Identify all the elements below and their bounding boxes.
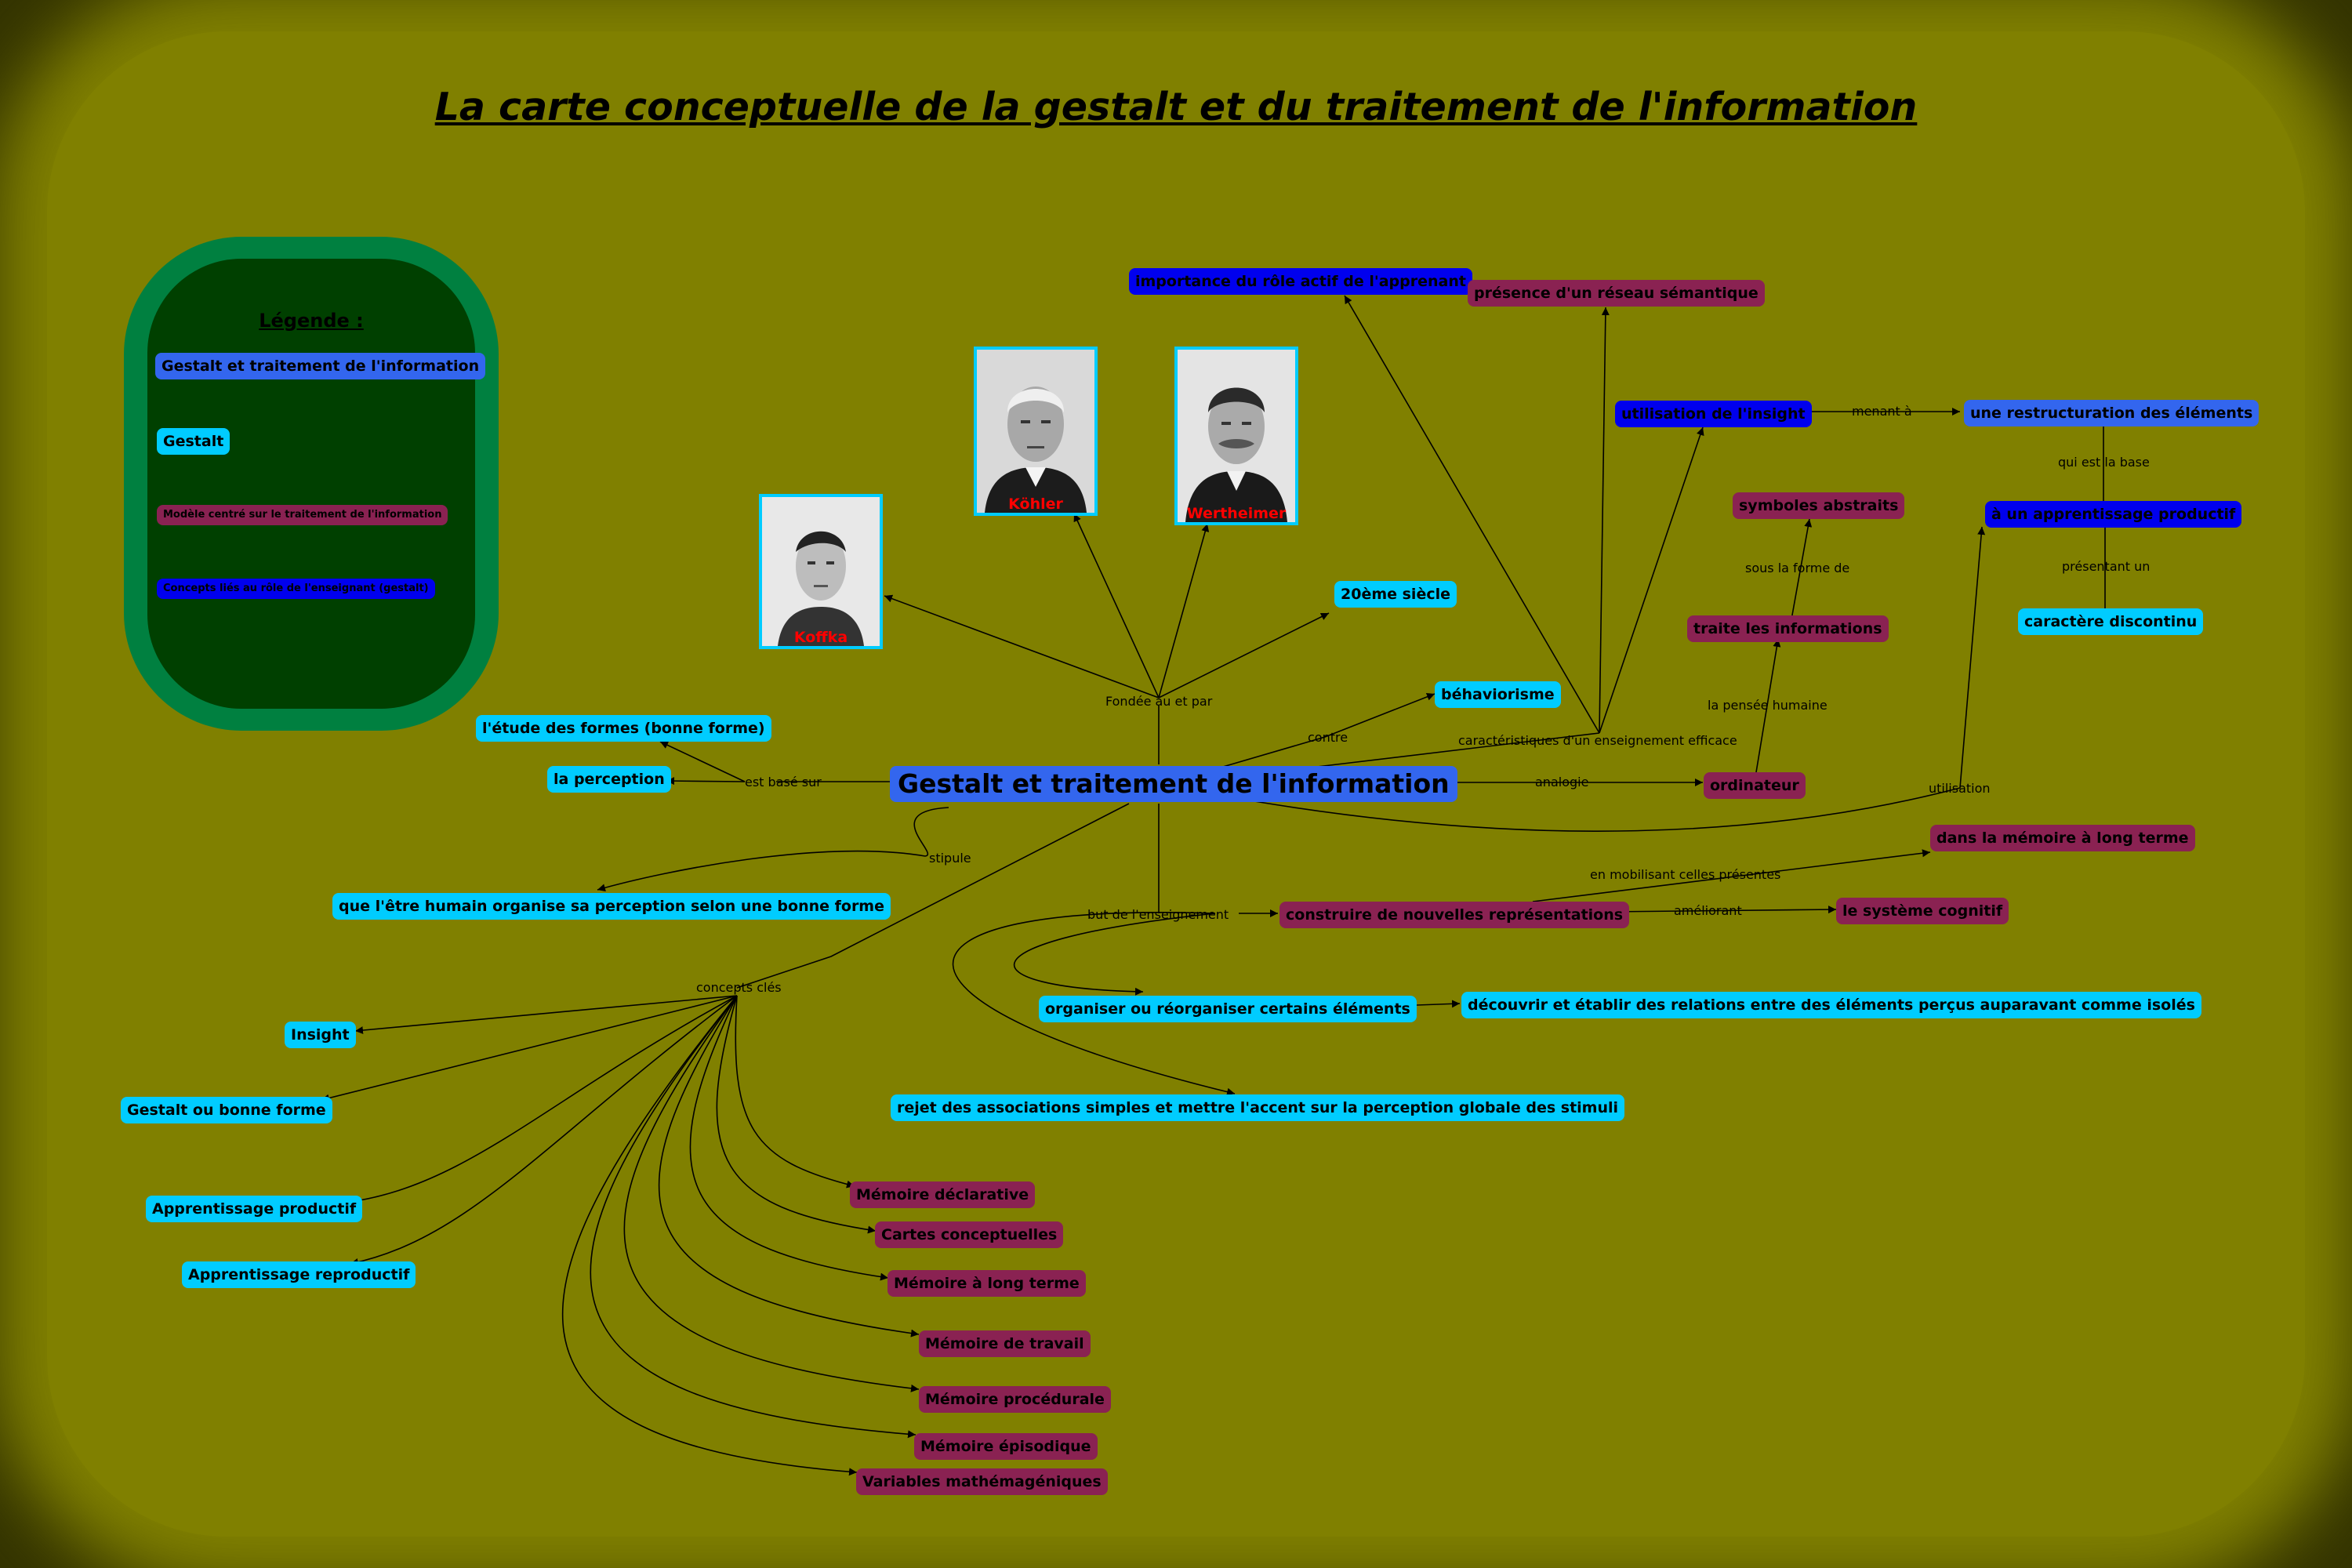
node-ordinateur[interactable]: ordinateur (1704, 772, 1806, 799)
node-etude-formes[interactable]: l'étude des formes (bonne forme) (476, 715, 771, 742)
link-cartes (716, 995, 877, 1234)
node-variables[interactable]: Variables mathémagéniques (856, 1468, 1108, 1495)
node-app-productif[interactable]: Apprentissage productif (146, 1196, 363, 1222)
node-traite[interactable]: traite les informations (1687, 615, 1889, 642)
photo-name-kohler: Köhler (1008, 495, 1063, 513)
link-wertheimer (1158, 523, 1210, 699)
link-insight (354, 995, 738, 1035)
node-perception[interactable]: la perception (547, 766, 671, 793)
node-decouvrir[interactable]: découvrir et établir des relations entre… (1461, 992, 2201, 1018)
node-memoire-lt[interactable]: dans la mémoire à long terme (1930, 825, 2195, 851)
link-mem-lt (689, 995, 889, 1281)
link-mem-travail (658, 995, 920, 1338)
portrait-icon (1178, 350, 1295, 522)
node-cartes[interactable]: Cartes conceptuelles (875, 1221, 1064, 1248)
link-app-productif (350, 995, 738, 1205)
label-sous-forme: sous la forme de (1745, 561, 1850, 575)
node-gestalt-bf[interactable]: Gestalt ou bonne forme (121, 1097, 332, 1123)
link-traite (1755, 638, 1781, 773)
link-ameliorant (1606, 906, 1837, 914)
node-etre-humain[interactable]: que l'être humain organise sa perception… (332, 893, 891, 920)
label-concepts: concepts clés (696, 980, 782, 995)
label-but: but de l'enseignement (1087, 907, 1229, 922)
link-importance (1344, 295, 1600, 734)
link-app-reproductif (350, 995, 738, 1266)
label-qui-est: qui est la base (2058, 455, 2150, 470)
node-rejet[interactable]: rejet des associations simples et mettre… (891, 1094, 1625, 1121)
link-utilisation-insight (1599, 426, 1704, 734)
node-importance[interactable]: importance du rôle actif de l'apprenant (1129, 268, 1472, 295)
link-reseau (1599, 307, 1610, 734)
label-contre: contre (1308, 730, 1348, 745)
node-mem-lt[interactable]: Mémoire à long terme (887, 1270, 1086, 1297)
link-caracteristiques (1316, 732, 1600, 768)
link-symboles (1791, 518, 1813, 620)
label-fondee: Fondée au et par (1105, 694, 1213, 709)
node-mem-travail[interactable]: Mémoire de travail (919, 1330, 1091, 1357)
link-organiser (1014, 913, 1216, 996)
photo-name-wertheimer: Wertheimer (1186, 505, 1287, 522)
link-behaviorisme (1222, 693, 1436, 768)
legend-item-enseignant: Concepts liés au rôle de l'enseignant (g… (157, 579, 435, 599)
node-apprentissage-productif[interactable]: à un apprentissage productif (1985, 501, 2242, 528)
label-ameliorant: améliorant (1674, 903, 1742, 918)
photo-koffka: Koffka (759, 494, 883, 649)
node-caractere[interactable]: caractère discontinu (2018, 608, 2204, 635)
legend-inner: Légende : Gestalt et traitement de l'inf… (147, 259, 486, 709)
portrait-icon (977, 350, 1094, 513)
node-utilisation-insight[interactable]: utilisation de l'insight (1615, 401, 1812, 427)
link-rejet (952, 912, 1236, 1096)
link-etude-formes (659, 741, 746, 782)
label-caracteristiques: caractéristiques d'un enseignement effic… (1458, 733, 1737, 748)
node-insight[interactable]: Insight (285, 1022, 356, 1048)
label-presentant: présentant un (2062, 559, 2151, 574)
node-construire[interactable]: construire de nouvelles représentations (1279, 902, 1630, 928)
link-utilisation (1254, 526, 1986, 832)
node-systeme[interactable]: le système cognitif (1836, 898, 2009, 924)
legend-title: Légende : (259, 310, 364, 332)
legend-panel: Légende : Gestalt et traitement de l'inf… (124, 237, 499, 731)
link-perception (666, 777, 746, 786)
node-siecle[interactable]: 20ème siècle (1334, 581, 1457, 608)
page-title: La carte conceptuelle de la gestalt et d… (434, 85, 1918, 129)
link-mem-proc (623, 995, 920, 1392)
label-utilisation: utilisation (1929, 781, 1991, 796)
node-symboles[interactable]: symboles abstraits (1733, 492, 1905, 519)
photo-wertheimer: Wertheimer (1174, 347, 1298, 525)
legend-item-main: Gestalt et traitement de l'information (155, 353, 486, 379)
node-mem-epi[interactable]: Mémoire épisodique (914, 1433, 1098, 1460)
label-stipule: stipule (929, 851, 971, 866)
photo-kohler: Köhler (974, 347, 1098, 516)
legend-item-gestalt: Gestalt (157, 428, 230, 455)
link-stipule (597, 807, 949, 892)
node-reseau[interactable]: présence d'un réseau sémantique (1468, 280, 1765, 307)
link-concepts (736, 803, 1130, 989)
link-mem-decl (735, 995, 855, 1189)
link-siecle (1158, 612, 1330, 699)
portrait-icon (762, 497, 880, 646)
node-main[interactable]: Gestalt et traitement de l'information (890, 766, 1457, 802)
link-koffka (884, 594, 1160, 699)
label-menant: menant à (1852, 404, 1912, 419)
photo-name-koffka: Koffka (793, 629, 848, 646)
link-kohler (1073, 513, 1160, 699)
node-organiser[interactable]: organiser ou réorganiser certains élémen… (1039, 996, 1417, 1022)
legend-item-traitement: Modèle centré sur le traitement de l'inf… (157, 505, 448, 525)
label-est-base: est basé sur (745, 775, 822, 789)
label-mobilisant: en mobilisant celles présentes (1590, 867, 1781, 882)
link-gestalt-bf (321, 995, 738, 1102)
node-restructuration[interactable]: une restructuration des éléments (1964, 400, 2259, 426)
label-pensee: la pensée humaine (1708, 698, 1828, 713)
node-behaviorisme[interactable]: béhaviorisme (1435, 681, 1561, 708)
link-variables (561, 995, 858, 1476)
node-mem-proc[interactable]: Mémoire procédurale (919, 1386, 1111, 1413)
label-analogie: analogie (1535, 775, 1589, 789)
node-mem-decl[interactable]: Mémoire déclarative (850, 1181, 1036, 1208)
link-mobilisant (1532, 849, 1931, 902)
link-mem-epi (590, 995, 916, 1439)
node-app-reproductif[interactable]: Apprentissage reproductif (182, 1261, 416, 1288)
